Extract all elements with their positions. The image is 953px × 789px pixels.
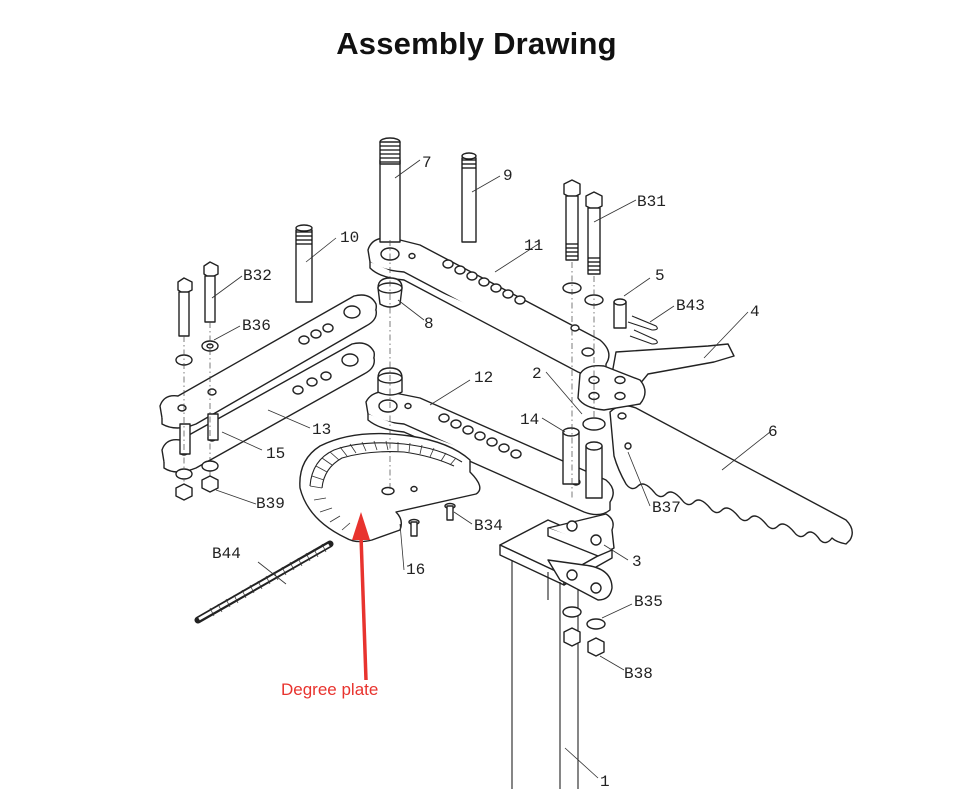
label-b32: B32 xyxy=(243,267,272,285)
label-b31: B31 xyxy=(637,193,666,211)
label-12: 12 xyxy=(474,369,493,387)
washers-b35 xyxy=(562,603,633,630)
label-3: 3 xyxy=(632,553,642,571)
part-9-pin xyxy=(461,152,501,243)
label-5: 5 xyxy=(655,267,665,285)
part-14-spacers xyxy=(541,371,606,499)
label-11: 11 xyxy=(524,237,543,255)
label-2: 2 xyxy=(532,365,542,383)
part-4-handle xyxy=(577,311,749,411)
part-5-pin-and-b43-clips xyxy=(613,277,675,345)
part-10-pin xyxy=(295,224,337,303)
label-9: 9 xyxy=(503,167,513,185)
label-b38: B38 xyxy=(624,665,653,683)
label-b37: B37 xyxy=(652,499,681,517)
part-11-upper-bar xyxy=(367,237,610,377)
drawing-title: Assembly Drawing xyxy=(336,26,617,61)
label-8: 8 xyxy=(424,315,434,333)
label-b36: B36 xyxy=(242,317,271,335)
label-4: 4 xyxy=(750,303,760,321)
label-b43: B43 xyxy=(676,297,705,315)
label-16: 16 xyxy=(406,561,425,579)
degree-plate-arrow xyxy=(352,512,370,681)
label-b44: B44 xyxy=(212,545,241,563)
nuts-b38 xyxy=(563,627,625,671)
part-b44-threaded-rod xyxy=(194,540,334,624)
label-10: 10 xyxy=(340,229,359,247)
washers-b36 xyxy=(175,322,241,500)
screws-b34 xyxy=(408,502,473,537)
part-8-rollers xyxy=(377,240,425,490)
label-6: 6 xyxy=(768,423,778,441)
label-b35: B35 xyxy=(634,593,663,611)
bolts-b31 xyxy=(562,179,637,500)
label-7: 7 xyxy=(422,154,432,172)
part-13-link-plates xyxy=(159,294,377,473)
label-13: 13 xyxy=(312,421,331,439)
degree-plate-callout: Degree plate xyxy=(281,680,378,699)
label-b39: B39 xyxy=(256,495,285,513)
part-6-rack xyxy=(609,405,853,545)
bolts-b32 xyxy=(177,261,243,337)
part-7-pin xyxy=(379,137,421,243)
label-15: 15 xyxy=(266,445,285,463)
label-b34: B34 xyxy=(474,517,503,535)
label-1: 1 xyxy=(600,773,610,789)
label-14: 14 xyxy=(520,411,539,429)
part-3-bracket xyxy=(547,513,629,601)
nuts-b39 xyxy=(175,460,257,505)
